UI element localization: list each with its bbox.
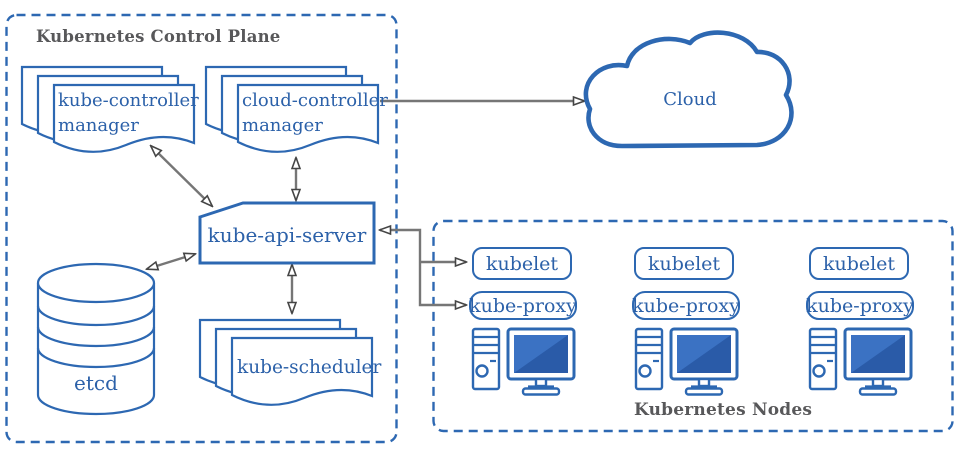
etcd-database-icon — [36, 262, 156, 416]
arrow-controller-manager-api-server — [151, 146, 212, 206]
kubelet-box: kubelet — [809, 247, 909, 280]
cloud-icon — [583, 30, 794, 149]
kube-api-server-shape — [198, 201, 376, 265]
kube-proxy-box: kube-proxy — [806, 291, 914, 320]
kube-proxy-box: kube-proxy — [469, 291, 577, 320]
kube-scheduler-label: kube-scheduler — [237, 357, 382, 378]
arrows — [147, 101, 584, 313]
computer-icon — [634, 327, 739, 396]
control-plane-title: Kubernetes Control Plane — [36, 27, 281, 46]
kubelet-box: kubelet — [634, 247, 734, 280]
kubelet-box: kubelet — [472, 247, 572, 280]
kube-api-server-label: kube-api-server — [207, 223, 367, 247]
kube-proxy-box: kube-proxy — [632, 291, 740, 320]
kube-controller-manager-label: kube-controller manager — [58, 90, 199, 136]
cloud-label: Cloud — [663, 88, 717, 110]
etcd-label: etcd — [74, 371, 118, 395]
kubernetes-nodes-title: Kubernetes Nodes — [634, 400, 813, 420]
arrow-etcd-api-server — [147, 254, 195, 269]
cloud-controller-manager-label: cloud-controller manager — [242, 90, 388, 136]
arrow-api-server-kube-proxy — [380, 230, 466, 305]
computer-icon — [808, 327, 913, 396]
computer-icon — [471, 327, 576, 396]
